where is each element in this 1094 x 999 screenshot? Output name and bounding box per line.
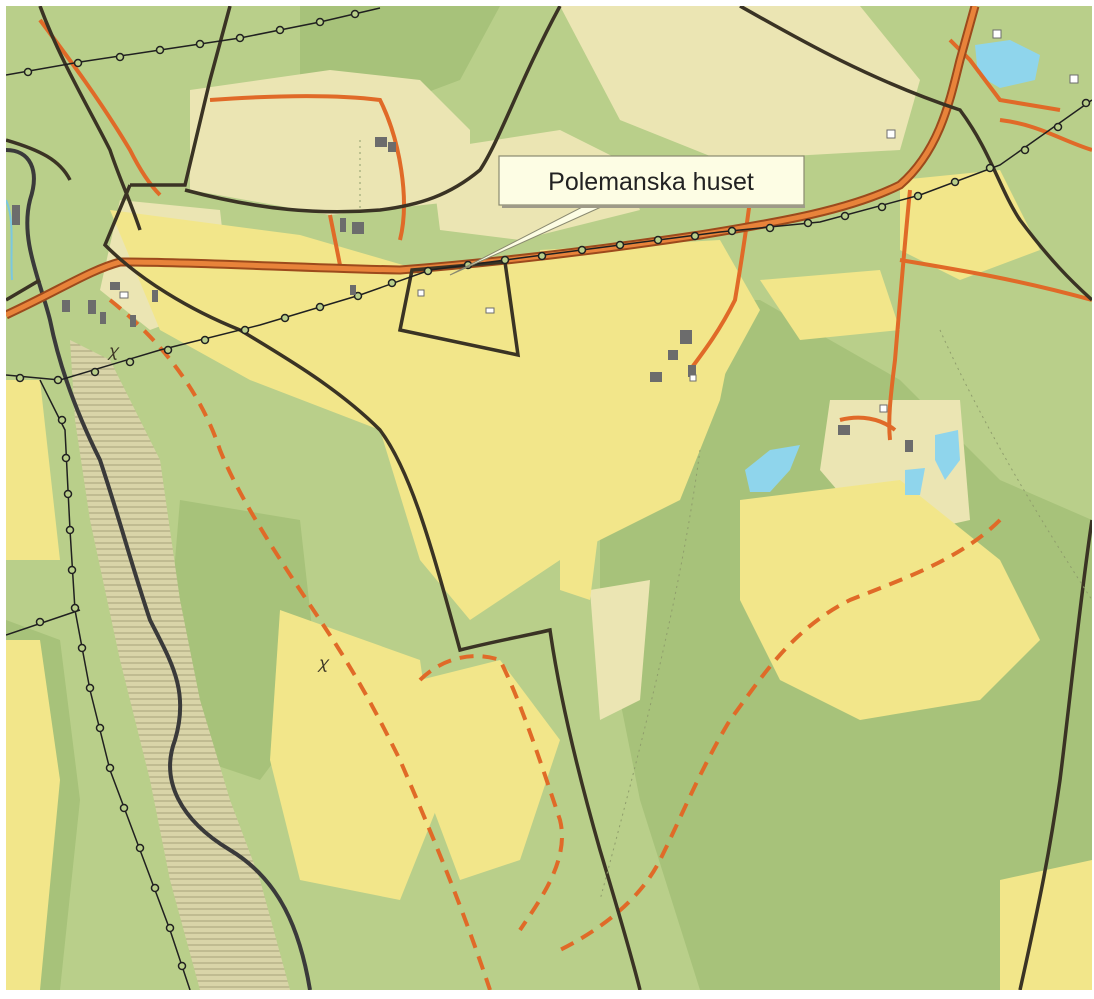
minor-roads: [38, 18, 1092, 441]
main-road: [6, 6, 980, 320]
boulder-symbol-icon: ꭓ: [317, 655, 330, 672]
buildings: [12, 137, 913, 452]
marsh-area: [70, 340, 290, 990]
boulder-symbol-icon: ꭓ: [107, 343, 120, 360]
water-bodies: [745, 40, 1040, 495]
power-line-poles: [15, 9, 1091, 971]
dashed-tracks: [108, 298, 1002, 990]
river: [6, 148, 312, 990]
map-canvas: ꭓ ꭓ: [6, 6, 1092, 990]
place-callout[interactable]: Polemanska huset: [449, 155, 805, 276]
callout-label: Polemanska huset: [548, 168, 754, 196]
arable-fields: [6, 170, 1092, 990]
